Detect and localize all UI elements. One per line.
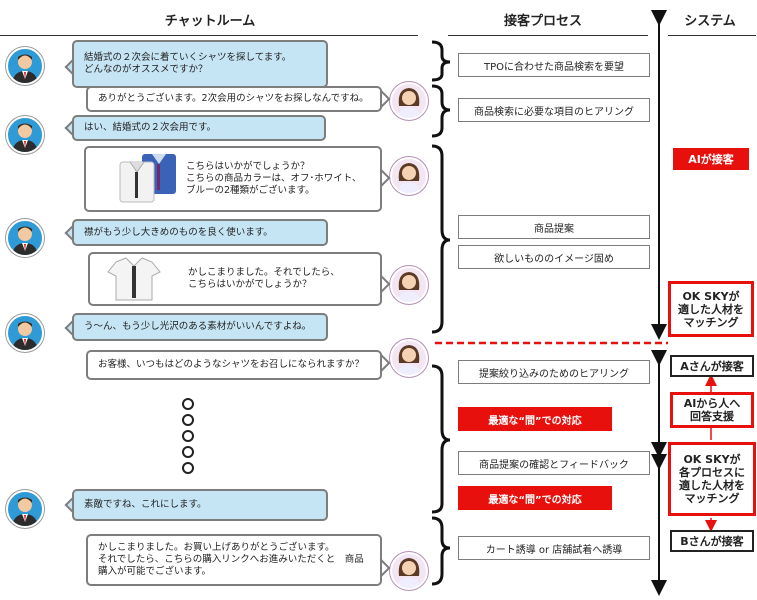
- businessman-icon: [12, 497, 38, 526]
- staff-avatar: [390, 157, 428, 195]
- staff-avatar: [390, 82, 428, 120]
- customer-avatar: [6, 490, 44, 528]
- ellipsis-dot: [182, 398, 194, 410]
- process-step: 商品提案の確認とフィードバック: [458, 451, 650, 475]
- customer-avatar: [6, 116, 44, 154]
- staff-message: お客様、いつもはどのようなシャツをお召しになられますか？: [86, 350, 382, 380]
- process-header: 接客プロセス: [503, 14, 582, 29]
- customer-message: 素敵ですね、これにします。: [72, 489, 328, 521]
- businessman-icon: [12, 321, 38, 350]
- businessman-icon: [12, 123, 38, 152]
- process-header-rule: [448, 35, 648, 36]
- staff-message: ありがとうございます。2次会用のシャツをお探しなんですね。: [86, 86, 382, 112]
- female-staff-icon: [397, 163, 421, 193]
- staff-message-text: かしこまりました。それでしたら、 こちらはいかがでしょうか？: [188, 267, 340, 290]
- staff-avatar: [390, 339, 428, 377]
- process-step: TPOに合わせた商品検索を要望: [458, 53, 650, 77]
- female-staff-icon: [397, 345, 421, 375]
- female-staff-icon: [397, 272, 421, 302]
- customer-message: 結婚式の２次会に着ていくシャツを探してます。 どんなのがオススメですか？: [72, 40, 328, 88]
- customer-message: はい、結婚式の２次会用です。: [72, 115, 326, 141]
- customer-avatar: [6, 219, 44, 257]
- chat-header-rule: [0, 35, 418, 36]
- system-header-rule: [668, 35, 756, 36]
- ellipsis-dot: [182, 462, 194, 474]
- staff-message-text: こちらはいかがでしょうか？ こちらの商品カラーは、オフ･ホワイト、 ブルーの2種…: [186, 161, 362, 196]
- ai-to-human-box: AIから人へ 回答支援: [670, 392, 754, 428]
- staff-avatar: [390, 266, 428, 304]
- staff-b-box: Bさんが接客: [670, 530, 754, 552]
- shirts-image: [119, 154, 176, 203]
- customer-avatar: [6, 47, 44, 85]
- process-step: 欲しいもののイメージ固め: [458, 245, 650, 269]
- timing-highlight: 最適な“間”での対応: [458, 486, 612, 510]
- ellipsis-dot: [182, 414, 194, 426]
- process-step: 商品提案: [458, 215, 650, 239]
- process-step: カート誘導 or 店舗試着へ誘導: [458, 536, 650, 560]
- businessman-icon: [12, 54, 38, 83]
- female-staff-icon: [397, 88, 421, 118]
- businessman-icon: [12, 226, 38, 255]
- female-staff-icon: [397, 558, 421, 588]
- staff-a-box: Aさんが接客: [670, 355, 754, 377]
- process-step: 提案絞り込みのためのヒアリング: [458, 360, 650, 384]
- customer-avatar: [6, 314, 44, 352]
- chat-room-header: チャットルーム: [164, 14, 256, 29]
- okssky-process-matching-box: OK SKYが 各プロセスに 適した人材を マッチング: [668, 442, 756, 516]
- staff-message: かしこまりました。お買い上げありがとうございます。 それでしたら、こちらの購入リ…: [86, 534, 382, 586]
- ellipsis-dot: [182, 446, 194, 458]
- okssky-matching-box: OK SKYが 適した人材を マッチング: [668, 281, 754, 337]
- process-step: 商品検索に必要な項目のヒアリング: [458, 98, 650, 122]
- customer-message: う～ん、もう少し光沢のある素材がいいんですよね。: [72, 313, 328, 341]
- system-header: システム: [684, 14, 736, 29]
- ai-service-badge: AIが接客: [673, 148, 749, 170]
- staff-avatar: [390, 552, 428, 590]
- white-shirt-image: [107, 257, 161, 301]
- timing-highlight: 最適な“間”での対応: [458, 407, 612, 431]
- customer-message: 襟がもう少し大きめのものを良く使います。: [72, 219, 328, 246]
- ellipsis-dot: [182, 430, 194, 442]
